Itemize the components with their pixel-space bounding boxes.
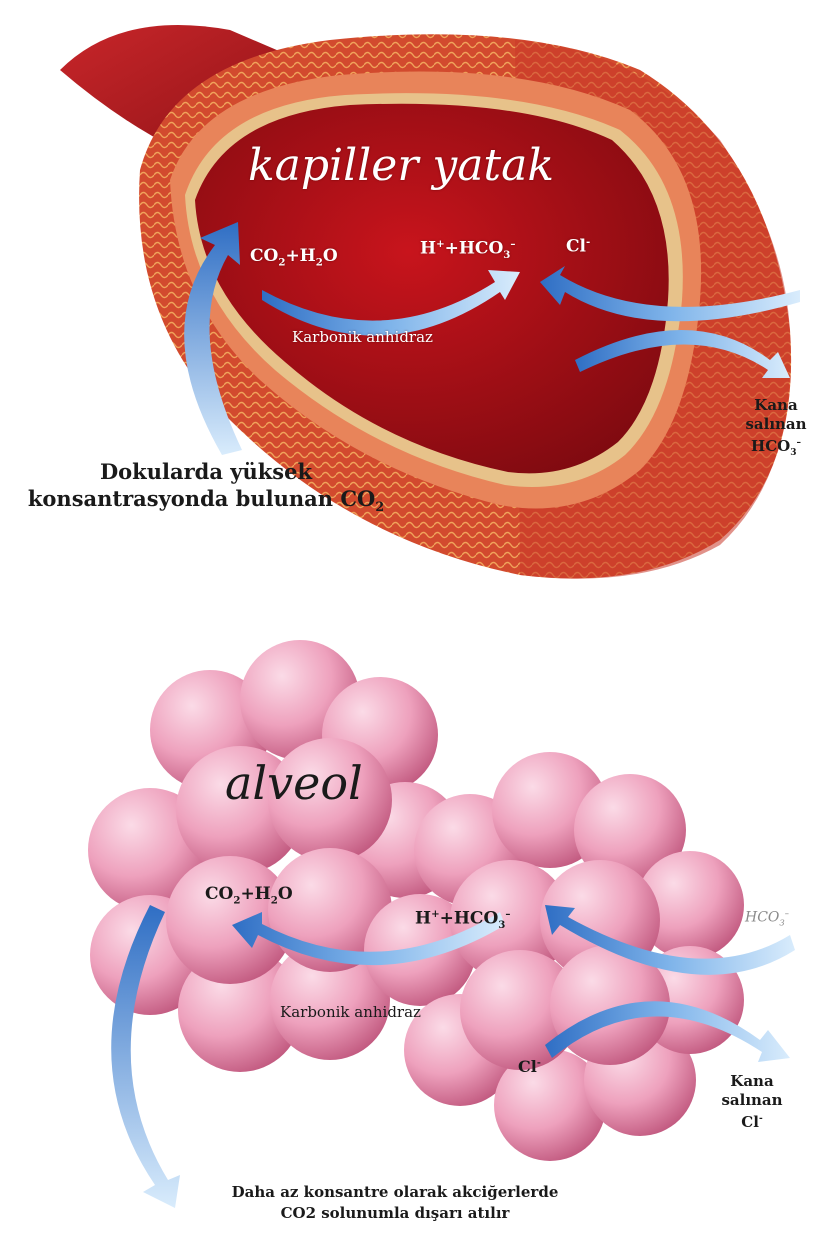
bottom-chloride-label: Cl-	[518, 1057, 541, 1076]
tissue-co2-label: Dokularda yüksek konsantrasyonda bulunan…	[6, 458, 406, 520]
top-enzyme-label: Karbonik anhidraz	[292, 328, 433, 346]
alveolus-title: alveol	[225, 756, 363, 810]
released-bicarbonate-label: Kana salınan HCO3–	[738, 396, 814, 463]
released-chloride-label: Kana salınan Cl-	[712, 1072, 792, 1132]
bottom-enzyme-label: Karbonik anhidraz	[280, 1003, 421, 1021]
bottom-product-label: H++HCO3–	[415, 908, 510, 931]
top-chloride-label: Cl-	[566, 236, 590, 257]
capillary-bed-title: kapiller yatak	[248, 140, 554, 191]
incoming-bicarbonate-label: HCO3–	[745, 908, 789, 927]
alveoli-cluster	[88, 640, 744, 1161]
exhale-label: Daha az konsantre olarak akciğerlerde CO…	[175, 1182, 615, 1224]
top-reactant-label: CO2+H2O	[250, 246, 338, 268]
top-product-label: H++HCO3–	[420, 238, 515, 261]
bottom-reactant-label: CO2+H2O	[205, 884, 293, 906]
